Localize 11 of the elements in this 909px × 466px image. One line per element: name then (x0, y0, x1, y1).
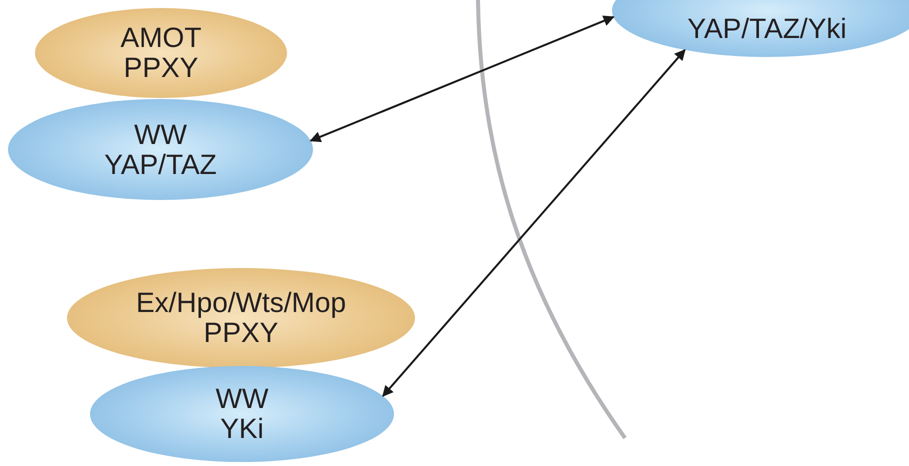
protein-label: WW (216, 384, 268, 414)
protein-label: PPXY (204, 318, 278, 348)
protein-label: Ex/Hpo/Wts/Mop (136, 288, 346, 318)
protein-label: YAP/TAZ (104, 150, 217, 180)
double-arrow (382, 49, 686, 397)
protein-label: AMOT (120, 23, 202, 53)
double-arrow (310, 16, 615, 142)
protein-label: YAP/TAZ/Yki (687, 14, 847, 44)
protein-label: PPXY (124, 53, 198, 83)
protein-label: YKi (220, 414, 264, 444)
protein-label: WW (134, 120, 187, 150)
